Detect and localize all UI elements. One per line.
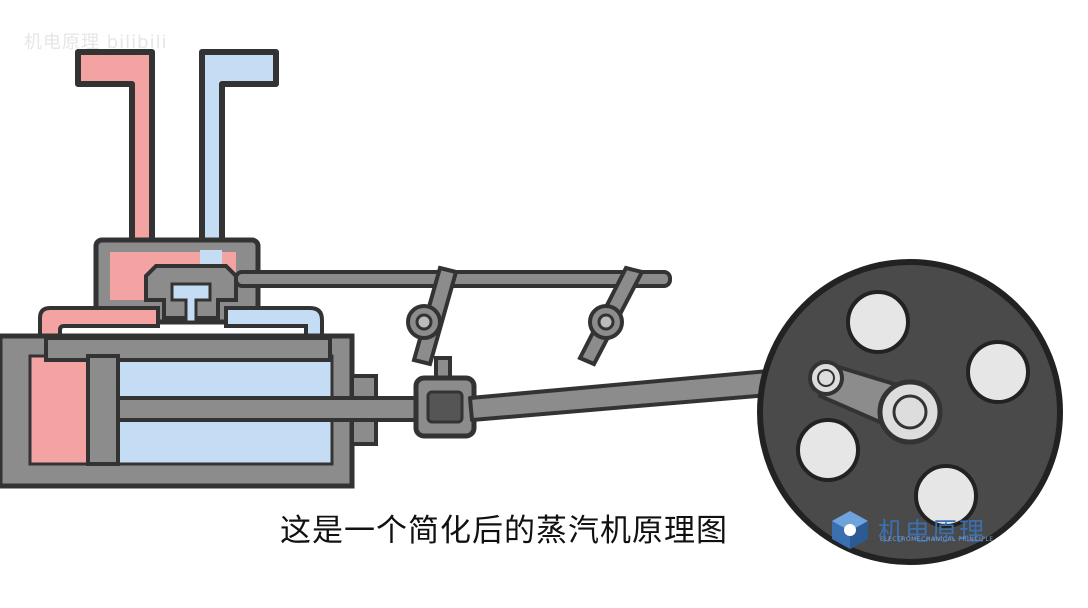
left-steam-port xyxy=(38,306,160,342)
flywheel-hole xyxy=(966,340,1030,404)
piston-rod xyxy=(116,396,422,422)
piston xyxy=(86,354,120,466)
bilibili-watermark: 机电原理 bilibili xyxy=(24,32,168,53)
steam-exhaust-pipe xyxy=(199,49,279,253)
crosshead-pin xyxy=(426,390,464,424)
flywheel-hole xyxy=(914,464,978,528)
cylinder-hot-chamber xyxy=(28,354,92,466)
crank-hub-center xyxy=(892,394,928,430)
logo-title: 机电原理 xyxy=(878,517,987,546)
flywheel-hole xyxy=(796,418,860,482)
channel-logo: 机电原理 ELECTROMECHANICAL PRINCIPLE xyxy=(828,508,993,552)
logo-tagline: ELECTROMECHANICAL PRINCIPLE xyxy=(880,536,994,543)
subtitle-caption: 这是一个简化后的蒸汽机原理图 xyxy=(280,513,728,549)
flywheel-hole xyxy=(846,290,910,354)
steam-inlet-pipe xyxy=(75,49,155,253)
cube-logo-icon xyxy=(832,511,868,549)
valve-lever-left xyxy=(406,265,459,367)
slide-valve-cavity xyxy=(170,282,212,324)
crank-pin-center xyxy=(817,369,835,387)
valve-lever-right xyxy=(577,265,645,367)
